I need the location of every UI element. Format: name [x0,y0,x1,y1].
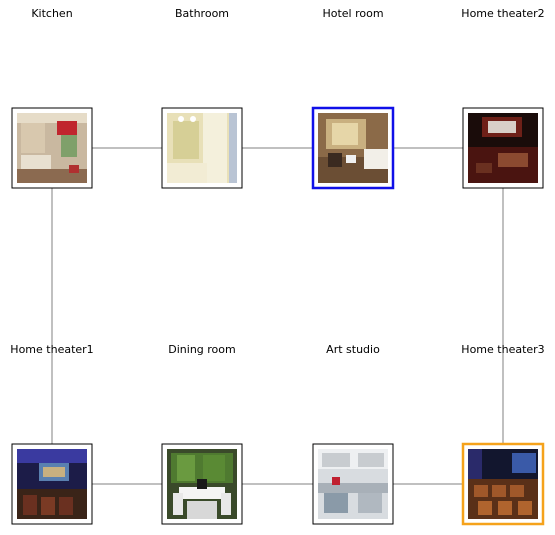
node-thumbnail [167,449,237,519]
node-label: Hotel room [322,7,383,20]
node-hotel-room: Hotel room [311,7,395,190]
node-kitchen: Kitchen [11,7,93,189]
node-thumbnail [167,113,237,183]
node-label: Home theater1 [10,343,93,356]
node-home-theater3: Home theater3 [461,343,545,526]
node-label: Home theater3 [461,343,544,356]
node-label: Bathroom [175,7,229,20]
node-home-theater1: Home theater1 [10,343,94,525]
node-dining-room: Dining room [161,343,243,525]
edge-layer [51,147,504,485]
node-bathroom: Bathroom [161,7,243,189]
node-label: Kitchen [31,7,72,20]
node-thumbnail [17,113,87,183]
node-thumbnail [468,449,538,519]
node-label: Home theater2 [461,7,544,20]
node-thumbnail [318,449,388,519]
node-art-studio: Art studio [312,343,394,525]
node-thumbnail [468,113,538,183]
node-label: Art studio [326,343,380,356]
node-thumbnail [17,449,87,519]
node-thumbnail [318,113,388,183]
node-label: Dining room [168,343,235,356]
node-layer: Kitchen Bathroom Hotel room Home theater2Ho… [10,7,545,526]
node-home-theater2: Home theater2 [461,7,545,189]
